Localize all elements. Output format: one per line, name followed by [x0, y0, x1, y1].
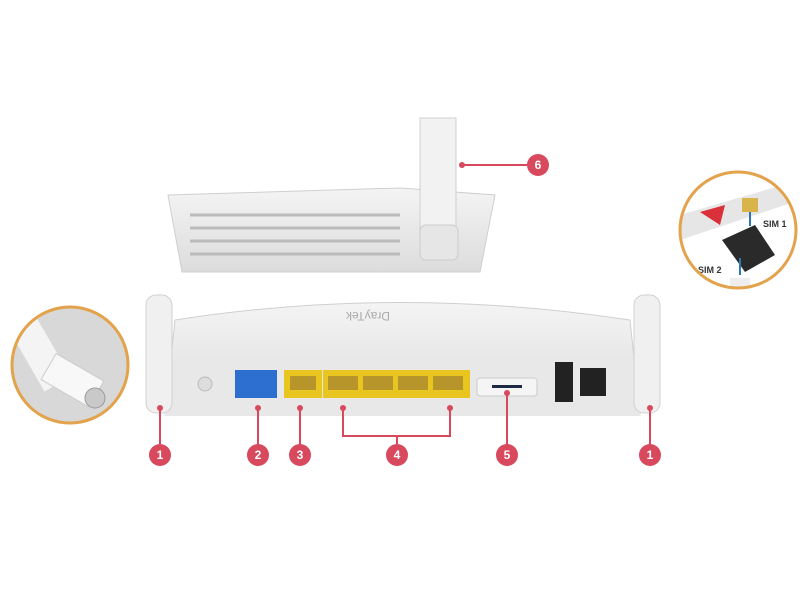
- sim-insert-inset: SIM 1 SIM 2: [678, 170, 798, 290]
- callout-antenna-right: 1: [639, 444, 661, 466]
- callout-top-antenna: 6: [527, 154, 549, 176]
- sim2-label: SIM 2: [698, 265, 722, 275]
- power-jack: [580, 368, 606, 396]
- callout-sim-slot: 5: [496, 444, 518, 466]
- sim1-label: SIM 1: [763, 219, 787, 229]
- sim-slot: [492, 385, 522, 388]
- antenna-right: [633, 294, 661, 414]
- callout-lan-port: 3: [289, 444, 311, 466]
- callout-antenna-left: 1: [149, 444, 171, 466]
- router-side-view: [167, 117, 496, 273]
- arrow-icon: [700, 205, 725, 225]
- callout-lan-ports-group: 4: [386, 444, 408, 466]
- reset-button: [197, 376, 213, 392]
- svg-text:4: 4: [394, 448, 401, 462]
- svg-text:1: 1: [157, 448, 164, 462]
- sim-card-icon: [742, 198, 758, 212]
- power-switch[interactable]: [555, 362, 573, 402]
- svg-text:5: 5: [504, 448, 511, 462]
- svg-text:1: 1: [647, 448, 654, 462]
- callout-wan-port: 2: [247, 444, 269, 466]
- antenna-connector-inset: [10, 305, 130, 425]
- svg-text:2: 2: [255, 448, 262, 462]
- router-rear-view: DrayTek: [145, 294, 661, 416]
- brand-logo: DrayTek: [345, 309, 390, 323]
- sim-tray: [722, 225, 775, 272]
- svg-text:3: 3: [297, 448, 304, 462]
- callout-lines: [159, 164, 651, 445]
- antenna-left: [145, 294, 173, 414]
- top-antenna: [419, 117, 457, 239]
- svg-text:6: 6: [535, 158, 542, 172]
- wan-port: [235, 370, 277, 398]
